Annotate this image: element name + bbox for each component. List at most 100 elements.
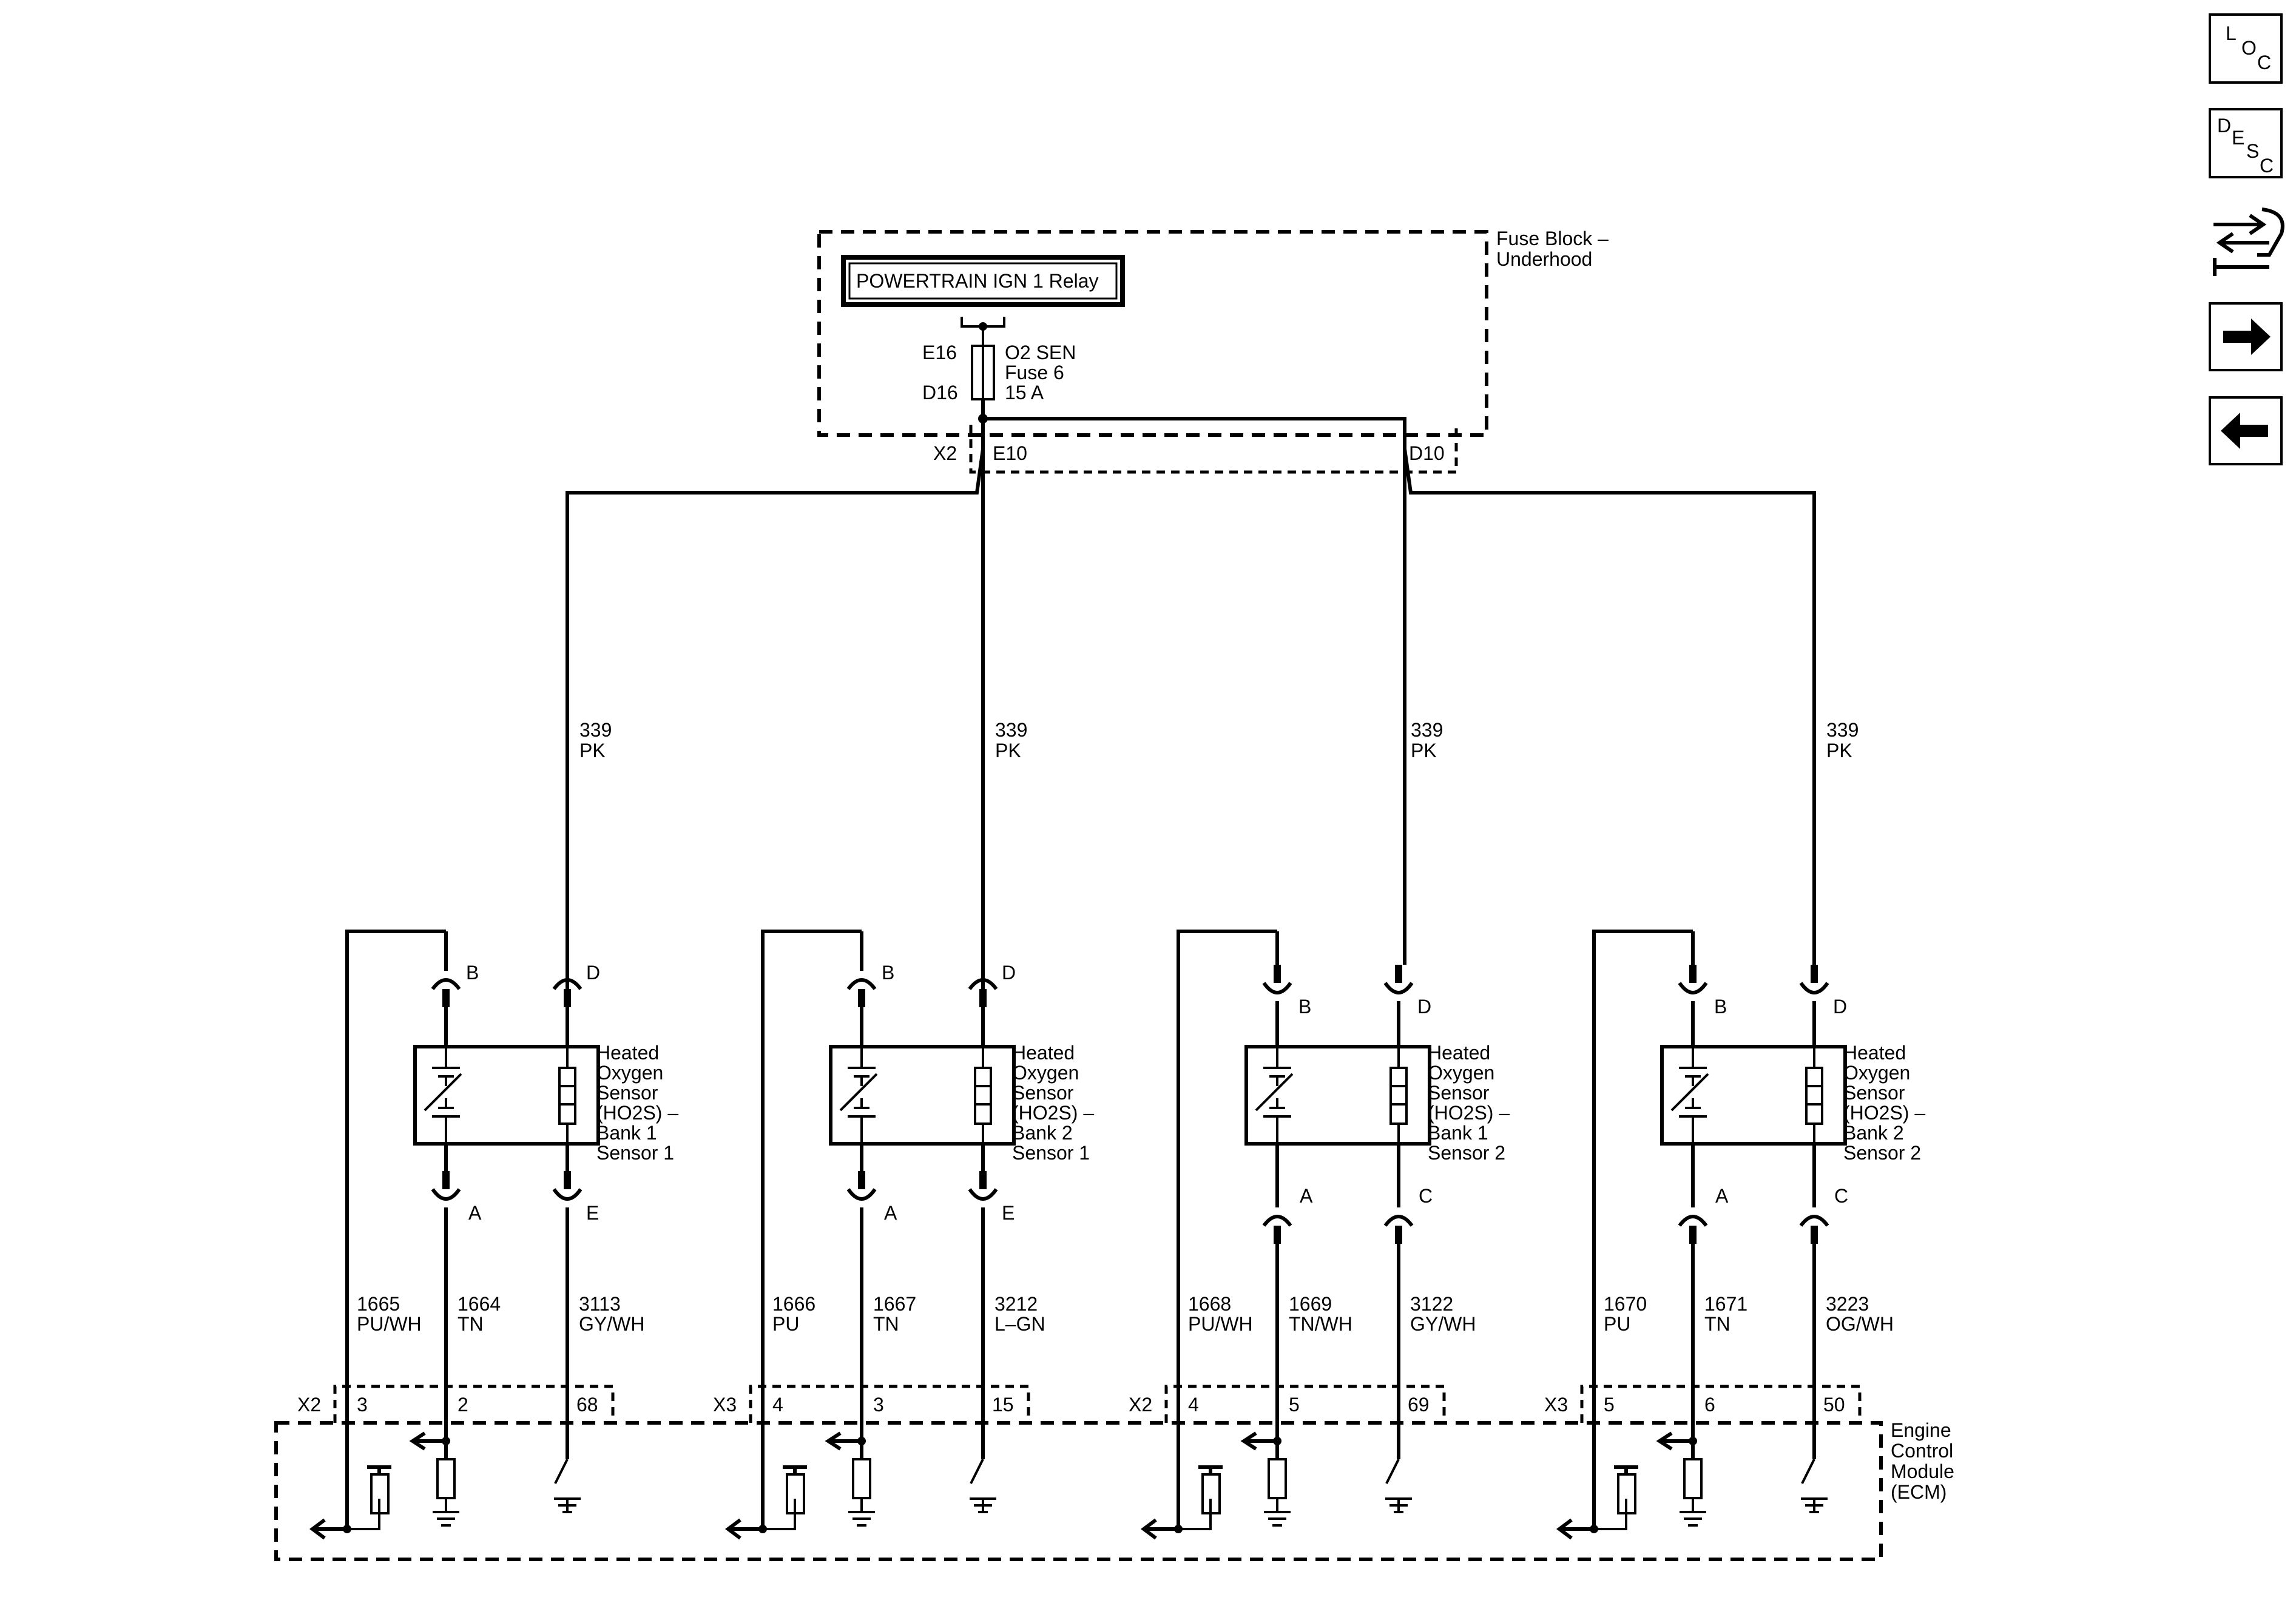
svg-text:X2: X2	[1129, 1394, 1152, 1416]
svg-text:GY/WH: GY/WH	[1410, 1313, 1476, 1335]
svg-text:Sensor 1: Sensor 1	[596, 1142, 674, 1164]
svg-text:5: 5	[1289, 1394, 1300, 1416]
svg-text:L: L	[2226, 22, 2237, 44]
svg-text:(ECM): (ECM)	[1891, 1481, 1947, 1503]
svg-text:Oxygen: Oxygen	[1428, 1062, 1494, 1084]
svg-text:Oxygen: Oxygen	[1843, 1062, 1910, 1084]
svg-text:1664: 1664	[458, 1293, 501, 1315]
svg-text:D16: D16	[922, 382, 958, 403]
svg-text:Heated: Heated	[1428, 1042, 1490, 1064]
svg-text:C: C	[2257, 52, 2271, 73]
svg-text:5: 5	[1604, 1394, 1615, 1416]
svg-text:Bank 1: Bank 1	[1428, 1122, 1488, 1144]
engine-control-module: Engine Control Module (ECM)	[274, 1419, 1954, 1561]
svg-text:E10: E10	[993, 442, 1027, 464]
svg-text:PK: PK	[579, 740, 606, 761]
svg-text:1670: 1670	[1604, 1293, 1647, 1315]
fuse-block-underhood: Fuse Block – Underhood POWERTRAIN IGN 1 …	[817, 228, 1609, 437]
svg-text:1668: 1668	[1188, 1293, 1231, 1315]
svg-text:B: B	[1298, 996, 1311, 1018]
svg-text:Heated: Heated	[596, 1042, 659, 1064]
next-page-button[interactable]	[2209, 302, 2283, 371]
svg-text:X2: X2	[297, 1394, 321, 1416]
svg-text:D: D	[1833, 996, 1847, 1018]
svg-text:Sensor: Sensor	[1843, 1082, 1905, 1104]
connector-tools-icon[interactable]	[2213, 208, 2284, 276]
svg-text:339: 339	[1826, 719, 1859, 741]
svg-text:A: A	[1715, 1185, 1729, 1207]
svg-text:PK: PK	[1826, 740, 1852, 761]
svg-text:Fuse Block –: Fuse Block –	[1496, 228, 1609, 249]
svg-text:A: A	[468, 1202, 482, 1224]
svg-text:S: S	[2246, 140, 2259, 162]
feed-wire-label-2: 339 PK	[995, 719, 1027, 761]
ho2s-bank2-sensor1: B D Heated Oxygen Sensor (HO2S) – Bank 2…	[713, 930, 1094, 1540]
svg-text:50: 50	[1823, 1394, 1845, 1416]
fuse-block-connectors: X2 E10 D10	[933, 425, 1458, 474]
svg-text:GY/WH: GY/WH	[579, 1313, 644, 1335]
svg-text:Sensor: Sensor	[596, 1082, 658, 1104]
svg-text:B: B	[466, 962, 479, 984]
svg-text:B: B	[882, 962, 894, 984]
svg-text:3: 3	[873, 1394, 884, 1416]
svg-text:C: C	[1834, 1185, 1848, 1207]
svg-text:PU: PU	[1604, 1313, 1630, 1335]
svg-text:3122: 3122	[1410, 1293, 1453, 1315]
svg-text:A: A	[1300, 1185, 1313, 1207]
svg-text:C: C	[2260, 155, 2274, 177]
svg-text:1666: 1666	[772, 1293, 815, 1315]
svg-text:(HO2S) –: (HO2S) –	[1012, 1102, 1094, 1124]
arrow-left-icon	[2221, 413, 2268, 449]
desc-button[interactable]: D E S C	[2209, 108, 2283, 178]
svg-text:Sensor: Sensor	[1428, 1082, 1490, 1104]
svg-text:PU/WH: PU/WH	[357, 1313, 422, 1335]
loc-button[interactable]: L O C	[2209, 13, 2283, 84]
svg-text:C: C	[1419, 1185, 1433, 1207]
svg-text:E16: E16	[922, 342, 957, 363]
svg-text:Bank 1: Bank 1	[596, 1122, 657, 1144]
svg-text:D: D	[1002, 962, 1016, 984]
previous-page-button[interactable]	[2209, 396, 2283, 465]
svg-text:PK: PK	[995, 740, 1021, 761]
svg-text:1665: 1665	[357, 1293, 400, 1315]
svg-text:TN: TN	[1704, 1313, 1730, 1335]
svg-text:Oxygen: Oxygen	[596, 1062, 663, 1084]
svg-text:D: D	[2217, 115, 2231, 137]
svg-text:69: 69	[1408, 1394, 1430, 1416]
svg-text:4: 4	[772, 1394, 783, 1416]
feed-wires	[566, 448, 1816, 971]
svg-text:1671: 1671	[1704, 1293, 1747, 1315]
svg-text:4: 4	[1188, 1394, 1199, 1416]
arrow-right-icon	[2223, 319, 2271, 355]
svg-text:339: 339	[579, 719, 612, 741]
svg-text:Sensor 2: Sensor 2	[1843, 1142, 1921, 1164]
powertrain-relay: POWERTRAIN IGN 1 Relay	[841, 255, 1125, 307]
svg-text:Fuse 6: Fuse 6	[1005, 362, 1064, 383]
svg-text:PU/WH: PU/WH	[1188, 1313, 1253, 1335]
svg-text:X2: X2	[933, 442, 957, 464]
svg-text:PU: PU	[772, 1313, 799, 1335]
svg-text:D10: D10	[1409, 442, 1445, 464]
svg-text:POWERTRAIN IGN 1 Relay: POWERTRAIN IGN 1 Relay	[856, 270, 1098, 292]
svg-text:15: 15	[992, 1394, 1014, 1416]
svg-text:B: B	[1714, 996, 1727, 1018]
svg-text:OG/WH: OG/WH	[1826, 1313, 1894, 1335]
svg-text:Sensor 2: Sensor 2	[1428, 1142, 1505, 1164]
svg-text:TN/WH: TN/WH	[1289, 1313, 1352, 1335]
svg-text:3223: 3223	[1826, 1293, 1869, 1315]
ho2s-bank1-sensor2: B D Heated Oxygen Sensor (HO2S) – Bank 1…	[1129, 930, 1510, 1540]
svg-text:Control: Control	[1891, 1440, 1953, 1462]
o2-sen-fuse: E16 D16 O2 SEN Fuse 6 15 A	[922, 317, 1076, 419]
svg-text:X3: X3	[713, 1394, 737, 1416]
svg-text:O: O	[2241, 37, 2257, 59]
svg-text:Bank 2: Bank 2	[1012, 1122, 1073, 1144]
svg-text:L–GN: L–GN	[994, 1313, 1045, 1335]
svg-text:339: 339	[1411, 719, 1443, 741]
feed-wire-label-4: 339 PK	[1826, 719, 1859, 761]
svg-text:E: E	[586, 1202, 599, 1224]
svg-text:PK: PK	[1411, 740, 1437, 761]
svg-text:Module: Module	[1891, 1460, 1954, 1482]
svg-text:Engine: Engine	[1891, 1419, 1951, 1441]
svg-text:D: D	[586, 962, 600, 984]
